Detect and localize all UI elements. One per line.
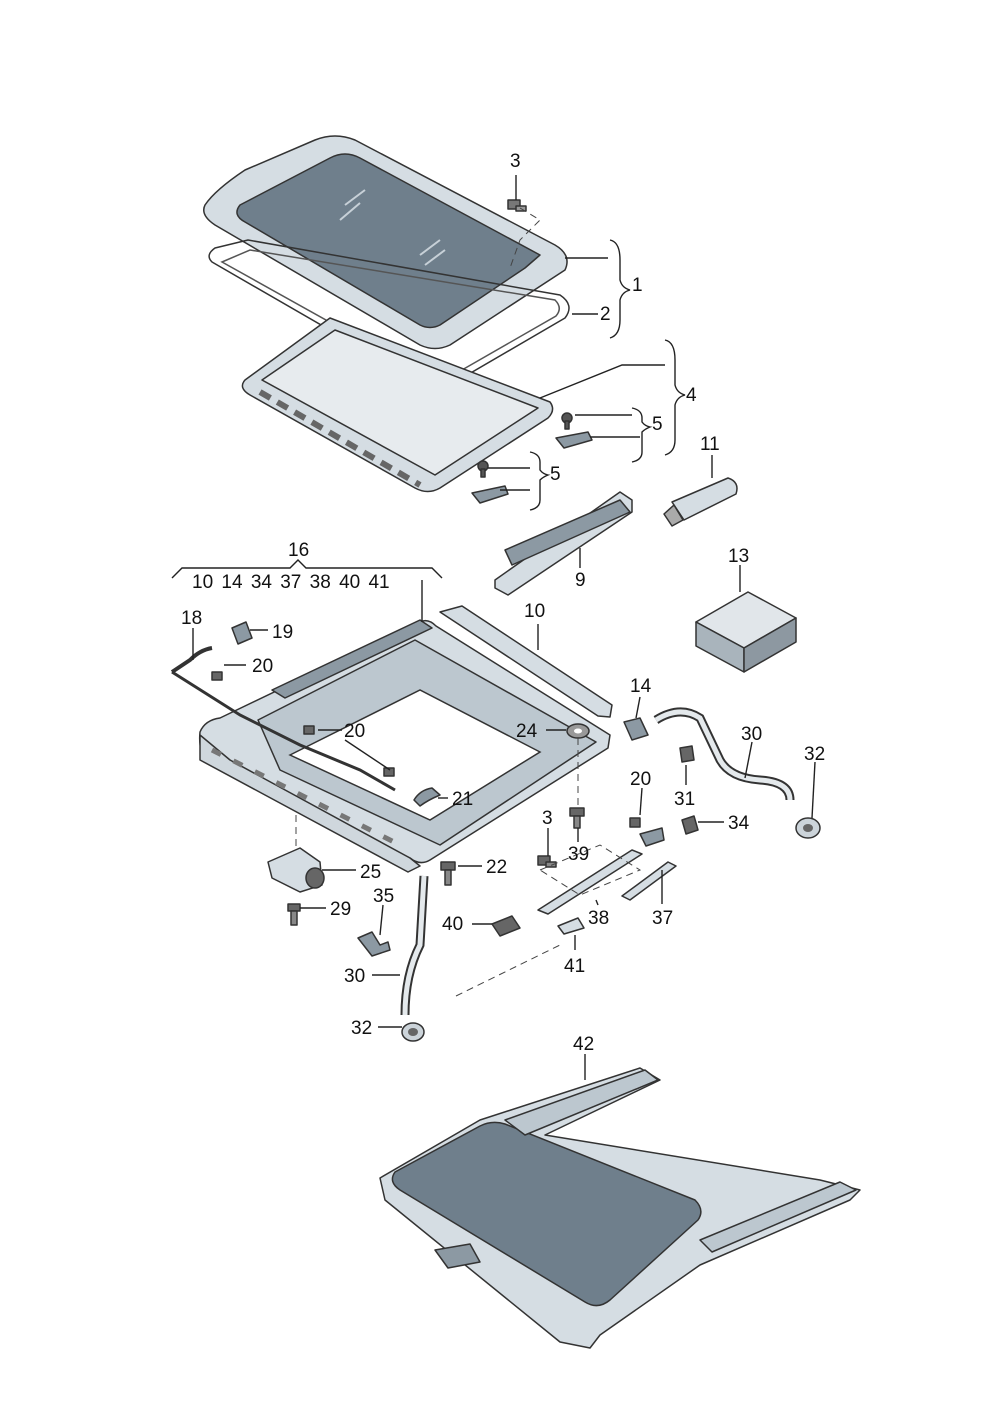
cable-18 (170, 646, 396, 792)
pad-19 (231, 621, 253, 645)
guide-rail-9 (494, 491, 633, 596)
label-32-right: 32 (804, 744, 825, 765)
label-22: 22 (486, 857, 507, 878)
label-29: 29 (330, 899, 351, 920)
label-20-a: 20 (252, 656, 273, 677)
buffer-20-b (303, 725, 315, 735)
drain-hose-30-left (400, 875, 429, 1016)
screw-5-left (477, 460, 489, 478)
clip-21 (413, 787, 441, 807)
label-13: 13 (728, 546, 749, 567)
guide-5-left (471, 485, 509, 504)
label-3-lower: 3 (542, 808, 553, 829)
sun-shade (241, 317, 554, 493)
label-16-list: 10 14 34 37 38 40 41 (192, 572, 390, 593)
label-3-top: 3 (510, 151, 521, 172)
screw-5-right (561, 412, 573, 430)
label-5-right: 5 (652, 414, 663, 435)
label-40: 40 (442, 914, 463, 935)
deflector-10 (439, 605, 613, 718)
bolt-39 (569, 807, 585, 829)
label-42: 42 (573, 1034, 594, 1055)
label-35: 35 (373, 886, 394, 907)
box-13 (695, 591, 797, 673)
screw-22 (440, 861, 456, 886)
washer-24 (566, 723, 590, 739)
group-bracket-5-right (631, 407, 653, 463)
clip-40 (491, 915, 521, 937)
group-bracket-4 (664, 339, 686, 456)
label-16: 16 (288, 540, 309, 561)
label-37: 37 (652, 908, 673, 929)
label-9: 9 (575, 570, 586, 591)
sunroof-assembly-42 (379, 1067, 861, 1349)
buffer-20-a (211, 671, 223, 681)
label-25: 25 (360, 862, 381, 883)
group-bracket-1 (609, 239, 631, 339)
label-41: 41 (564, 956, 585, 977)
label-14: 14 (630, 676, 652, 697)
link-37 (621, 861, 677, 901)
grommet-32-right (795, 817, 821, 839)
connector-14 (623, 717, 649, 741)
label-30-right: 30 (741, 724, 762, 745)
holder-34 (681, 815, 699, 835)
buffer-20-d (629, 817, 641, 828)
group-bracket-5-left (529, 451, 551, 511)
label-5-left: 5 (550, 464, 561, 485)
grease-tube-11 (663, 477, 738, 527)
screw-3-top (507, 199, 527, 212)
label-1: 1 (632, 275, 643, 296)
label-39: 39 (568, 844, 589, 865)
glass-panel (203, 135, 568, 350)
screw-3-lower (537, 855, 557, 868)
buffer-20-c (383, 767, 395, 777)
label-38: 38 (588, 908, 609, 929)
label-11: 11 (700, 434, 720, 455)
label-32-left: 32 (351, 1018, 372, 1039)
label-24: 24 (516, 721, 538, 742)
label-31: 31 (674, 789, 695, 810)
grommet-32-left (401, 1022, 425, 1042)
label-19: 19 (272, 622, 293, 643)
guide-5-right (555, 431, 593, 449)
leader-lines (192, 175, 816, 1080)
label-10: 10 (524, 601, 545, 622)
label-4: 4 (686, 385, 697, 406)
sunroof-frame-16 (198, 619, 611, 873)
pad-41 (557, 917, 585, 935)
motor-25 (267, 847, 325, 893)
label-34: 34 (728, 813, 750, 834)
link-38 (537, 827, 665, 915)
label-2: 2 (600, 304, 611, 325)
group-bracket-16 (171, 559, 443, 579)
label-20-c: 20 (630, 769, 651, 790)
bracket-35 (357, 931, 391, 957)
clip-31 (679, 745, 695, 763)
label-30-left: 30 (344, 966, 365, 987)
drain-hose-30-right (653, 707, 795, 801)
part-labels: 3 1 2 4 5 5 11 13 9 16 10 14 34 37 38 40… (181, 151, 825, 1055)
label-21: 21 (452, 789, 473, 810)
label-18: 18 (181, 608, 202, 629)
label-20-b: 20 (344, 721, 365, 742)
screw-29 (287, 903, 301, 926)
